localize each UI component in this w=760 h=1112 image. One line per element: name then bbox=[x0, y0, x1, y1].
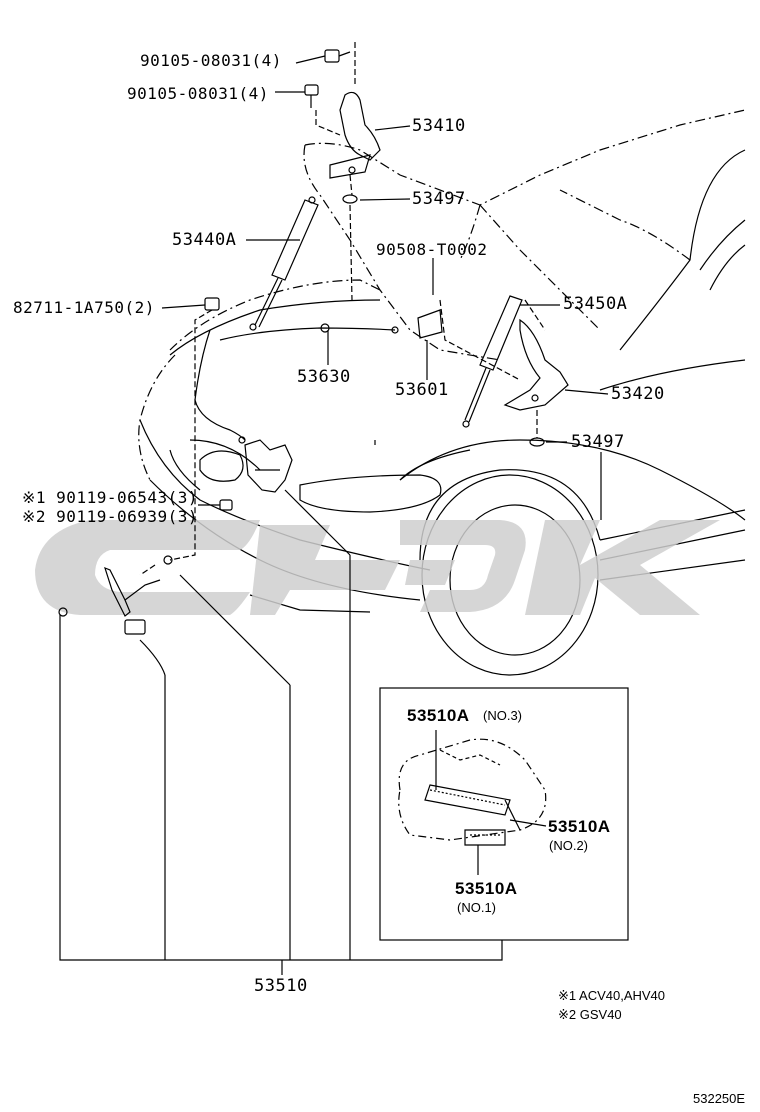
inset-label-no3: 53510A bbox=[407, 706, 470, 725]
lock-support-shape bbox=[417, 309, 443, 339]
inset-frame bbox=[379, 687, 629, 941]
car-body-outline bbox=[138, 109, 746, 481]
clamp-shape bbox=[204, 297, 220, 311]
fog-lamp bbox=[199, 450, 244, 482]
inset-sub-no2: (NO.2) bbox=[549, 838, 588, 853]
headlight-outline bbox=[299, 474, 442, 513]
callout-lines bbox=[161, 55, 609, 506]
windshield-lines bbox=[599, 149, 746, 391]
cushion-b-shape bbox=[529, 437, 545, 447]
bolt-d-shape bbox=[219, 499, 233, 511]
hinge-lh-shape bbox=[329, 91, 381, 179]
assembly-bracket bbox=[59, 452, 602, 975]
part-label-bolt-d: ※1 90119-06543(3) bbox=[22, 488, 199, 507]
part-label-bolt-e: ※2 90119-06939(3) bbox=[22, 507, 199, 526]
part-label-lock-support: 53601 bbox=[395, 380, 449, 400]
part-label-stay-rh: 53450A bbox=[563, 294, 628, 314]
part-label-bolt-b: 90105-08031(4) bbox=[127, 84, 269, 103]
part-label-bolt-a: 90105-08031(4) bbox=[140, 51, 282, 70]
part-label-lock-assy: 53510 bbox=[254, 976, 308, 996]
part-label-hinge-rh: 53420 bbox=[611, 384, 665, 404]
part-label-cable: 53630 bbox=[297, 367, 351, 387]
inset-sub-no3: (NO.3) bbox=[483, 708, 522, 723]
footnote-2: ※2 GSV40 bbox=[558, 1007, 622, 1022]
part-label-cushion-b: 53497 bbox=[571, 432, 625, 452]
part-label-stay-lh: 53440A bbox=[172, 230, 237, 250]
inset-label-no1: 53510A bbox=[455, 879, 518, 898]
hood-lock-shape bbox=[238, 436, 293, 493]
cable-left-shape bbox=[194, 329, 246, 441]
part-label-hinge-lh: 53410 bbox=[412, 116, 466, 136]
hinge-rh-shape bbox=[503, 318, 569, 411]
stay-rh-shape bbox=[462, 295, 523, 428]
stay-lh-shape bbox=[249, 196, 319, 331]
diagram-id: 532250E bbox=[693, 1091, 746, 1106]
part-label-bolt-c: 90508-T0002 bbox=[376, 240, 488, 259]
part-label-cushion-a: 53497 bbox=[412, 189, 466, 209]
release-lever-shape bbox=[58, 555, 173, 635]
relation-lines bbox=[139, 42, 546, 576]
inset-sub-no1: (NO.1) bbox=[457, 900, 496, 915]
cable-top-shape bbox=[219, 327, 396, 341]
inset-label-no2: 53510A bbox=[548, 817, 611, 836]
footnote-1: ※1 ACV40,AHV40 bbox=[558, 988, 666, 1003]
inset-drawing bbox=[398, 730, 547, 875]
cushion-a-shape bbox=[342, 194, 358, 204]
watermark bbox=[35, 520, 720, 615]
part-label-clamp: 82711-1A750(2) bbox=[13, 298, 155, 317]
